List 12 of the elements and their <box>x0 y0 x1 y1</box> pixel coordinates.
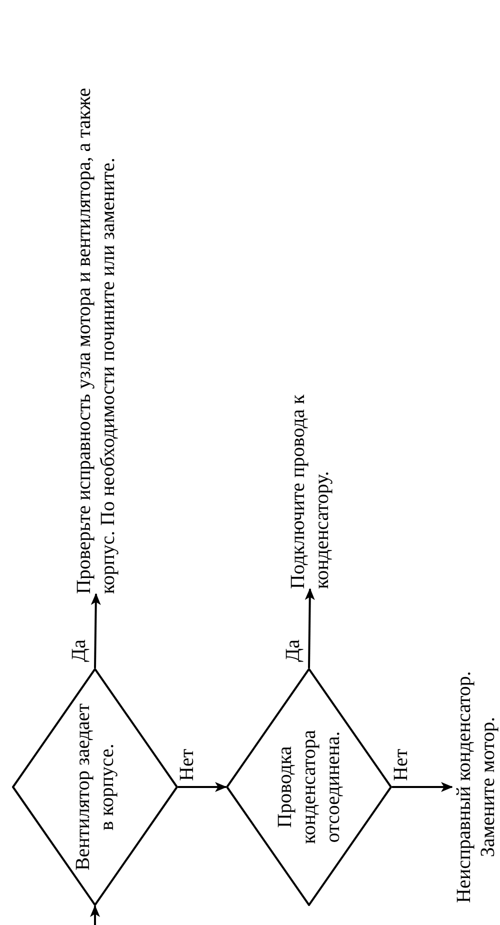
decision-diamond <box>226 668 392 906</box>
arrow <box>90 593 101 668</box>
decision-text: Вентилятор заедает в корпусе. <box>71 702 119 872</box>
step-text: Проверьте исправность узла мотора и вентилятора, а также корпус. По необходимости почините или замените. <box>72 86 120 594</box>
arrow <box>90 905 100 925</box>
decision-diamond <box>12 668 178 906</box>
decision-text: Проводка конденсатора отсоединена. <box>273 729 345 846</box>
step-text: Неисправный конденсатор. Замените мотор. <box>452 670 500 905</box>
step-text: Подключите провода к конденсатору. <box>286 393 334 589</box>
arrow <box>304 588 315 668</box>
arrow <box>178 782 227 792</box>
arrow <box>392 782 453 792</box>
